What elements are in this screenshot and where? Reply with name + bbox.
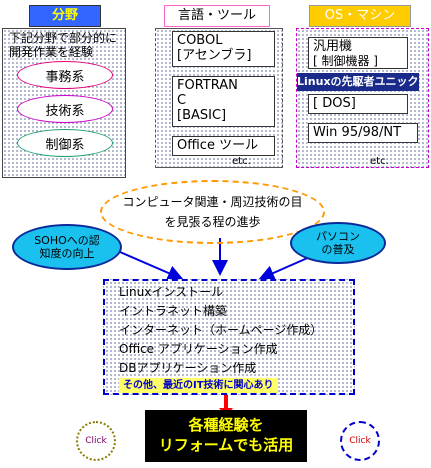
- lang-box-cobol: COBOL [アセンブラ]: [172, 31, 275, 67]
- os-windows: Win 95/98/NT: [313, 125, 402, 140]
- field-item-office-label: 事務系: [45, 69, 85, 85]
- os-box-mainframe: 汎用機 [ 制御機器 ]: [308, 37, 408, 69]
- lang-etc: etc.: [232, 156, 251, 167]
- result-line2: リフォームでも活用: [158, 436, 294, 454]
- experience-item-internet: インターネット（ホームページ作成）: [119, 323, 323, 337]
- os-header: OS・マシン: [309, 5, 411, 27]
- pc-oval: パソコンの普及: [290, 222, 386, 264]
- click-button-right-label: Click: [349, 436, 371, 446]
- arrow-right: [258, 255, 313, 281]
- field-intro: 下記分野で部分的に開発作業を経験: [9, 31, 118, 59]
- experience-list: Linuxインストール イントラネット構築 インターネット（ホームページ作成） …: [119, 283, 322, 378]
- experience-box: Linuxインストール イントラネット構築 インターネット（ホームページ作成） …: [103, 279, 355, 395]
- click-button-right[interactable]: Click: [340, 421, 380, 461]
- os-unix-badge: Linuxの先駆者ユニックス: [297, 73, 419, 91]
- soho-oval-label: SOHOへの認知度の向上: [34, 234, 100, 260]
- experience-item-db: DBアプリケーション作成: [119, 361, 257, 375]
- lang-header: 言語・ツール: [164, 5, 270, 27]
- lang-c: C: [177, 93, 187, 108]
- os-etc: etc.: [370, 156, 389, 167]
- lang-fortran: FORTRAN: [177, 78, 238, 93]
- field-item-control-label: 制御系: [45, 137, 85, 153]
- os-mainframe: 汎用機: [313, 39, 353, 54]
- lang-header-label: 言語・ツール: [177, 8, 256, 23]
- lang-assembler: [アセンブラ]: [177, 48, 252, 63]
- os-header-label: OS・マシン: [324, 8, 396, 23]
- experience-note-label: その他、最近のIT技術に関心あり: [123, 380, 274, 391]
- field-item-engineering: 技術系: [17, 95, 113, 123]
- click-button-left[interactable]: Click: [76, 421, 116, 461]
- os-unix-badge-label: Linuxの先駆者ユニックス: [297, 75, 419, 88]
- experience-item-linux: Linuxインストール: [119, 285, 224, 299]
- os-box-dos: [ DOS]: [308, 94, 408, 114]
- pc-oval-label: パソコンの普及: [316, 230, 360, 256]
- lang-box-fortran: FORTRAN C [BASIC]: [172, 76, 275, 127]
- field-header-label: 分野: [51, 8, 78, 23]
- field-item-office: 事務系: [17, 61, 113, 89]
- field-header: 分野: [29, 5, 101, 27]
- os-dos: [ DOS]: [313, 96, 356, 111]
- soho-oval: SOHOへの認知度の向上: [12, 224, 122, 270]
- progress-oval-label: コンピュータ関連・周辺技術の目を見張る程の進歩: [122, 195, 303, 229]
- progress-oval: コンピュータ関連・周辺技術の目を見張る程の進歩: [100, 180, 325, 244]
- lang-cobol: COBOL: [177, 33, 223, 48]
- result-box: 各種経験を リフォームでも活用: [145, 410, 307, 462]
- result-line1: 各種経験を: [188, 416, 264, 434]
- field-item-control: 制御系: [17, 129, 113, 157]
- lang-box-office: Office ツール: [172, 136, 275, 156]
- experience-item-office: Office アプリケーション作成: [119, 342, 278, 356]
- click-button-left-label: Click: [85, 436, 107, 446]
- field-panel: 下記分野で部分的に開発作業を経験 事務系 技術系 制御系: [2, 28, 126, 178]
- lang-basic: [BASIC]: [177, 108, 227, 123]
- os-box-windows: Win 95/98/NT: [308, 123, 418, 143]
- os-control-device: [ 制御機器 ]: [313, 54, 378, 68]
- lang-office-tool: Office ツール: [177, 138, 259, 153]
- field-item-engineering-label: 技術系: [45, 103, 85, 119]
- experience-note: その他、最近のIT技術に関心あり: [119, 378, 278, 393]
- experience-item-intranet: イントラネット構築: [119, 304, 228, 318]
- arrow-left: [119, 251, 184, 281]
